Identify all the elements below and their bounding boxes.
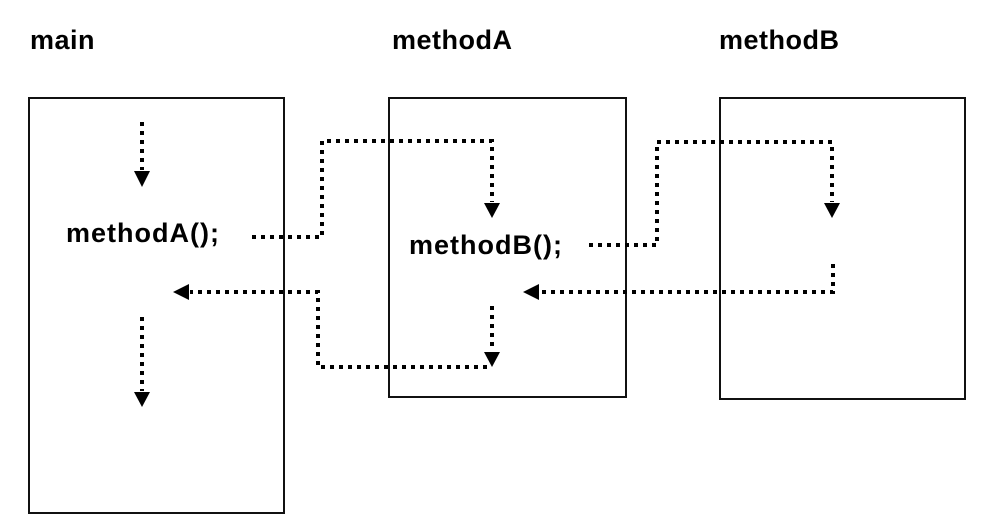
lane-label-methodb: methodB xyxy=(719,25,840,55)
lane-label-methoda: methodA xyxy=(392,25,513,55)
lane-box-main xyxy=(28,97,285,514)
call-statement-methodb: methodB(); xyxy=(409,230,563,260)
lane-label-main: main xyxy=(30,25,96,55)
lane-box-methodb xyxy=(719,97,966,400)
call-statement-methoda: methodA(); xyxy=(66,218,220,248)
